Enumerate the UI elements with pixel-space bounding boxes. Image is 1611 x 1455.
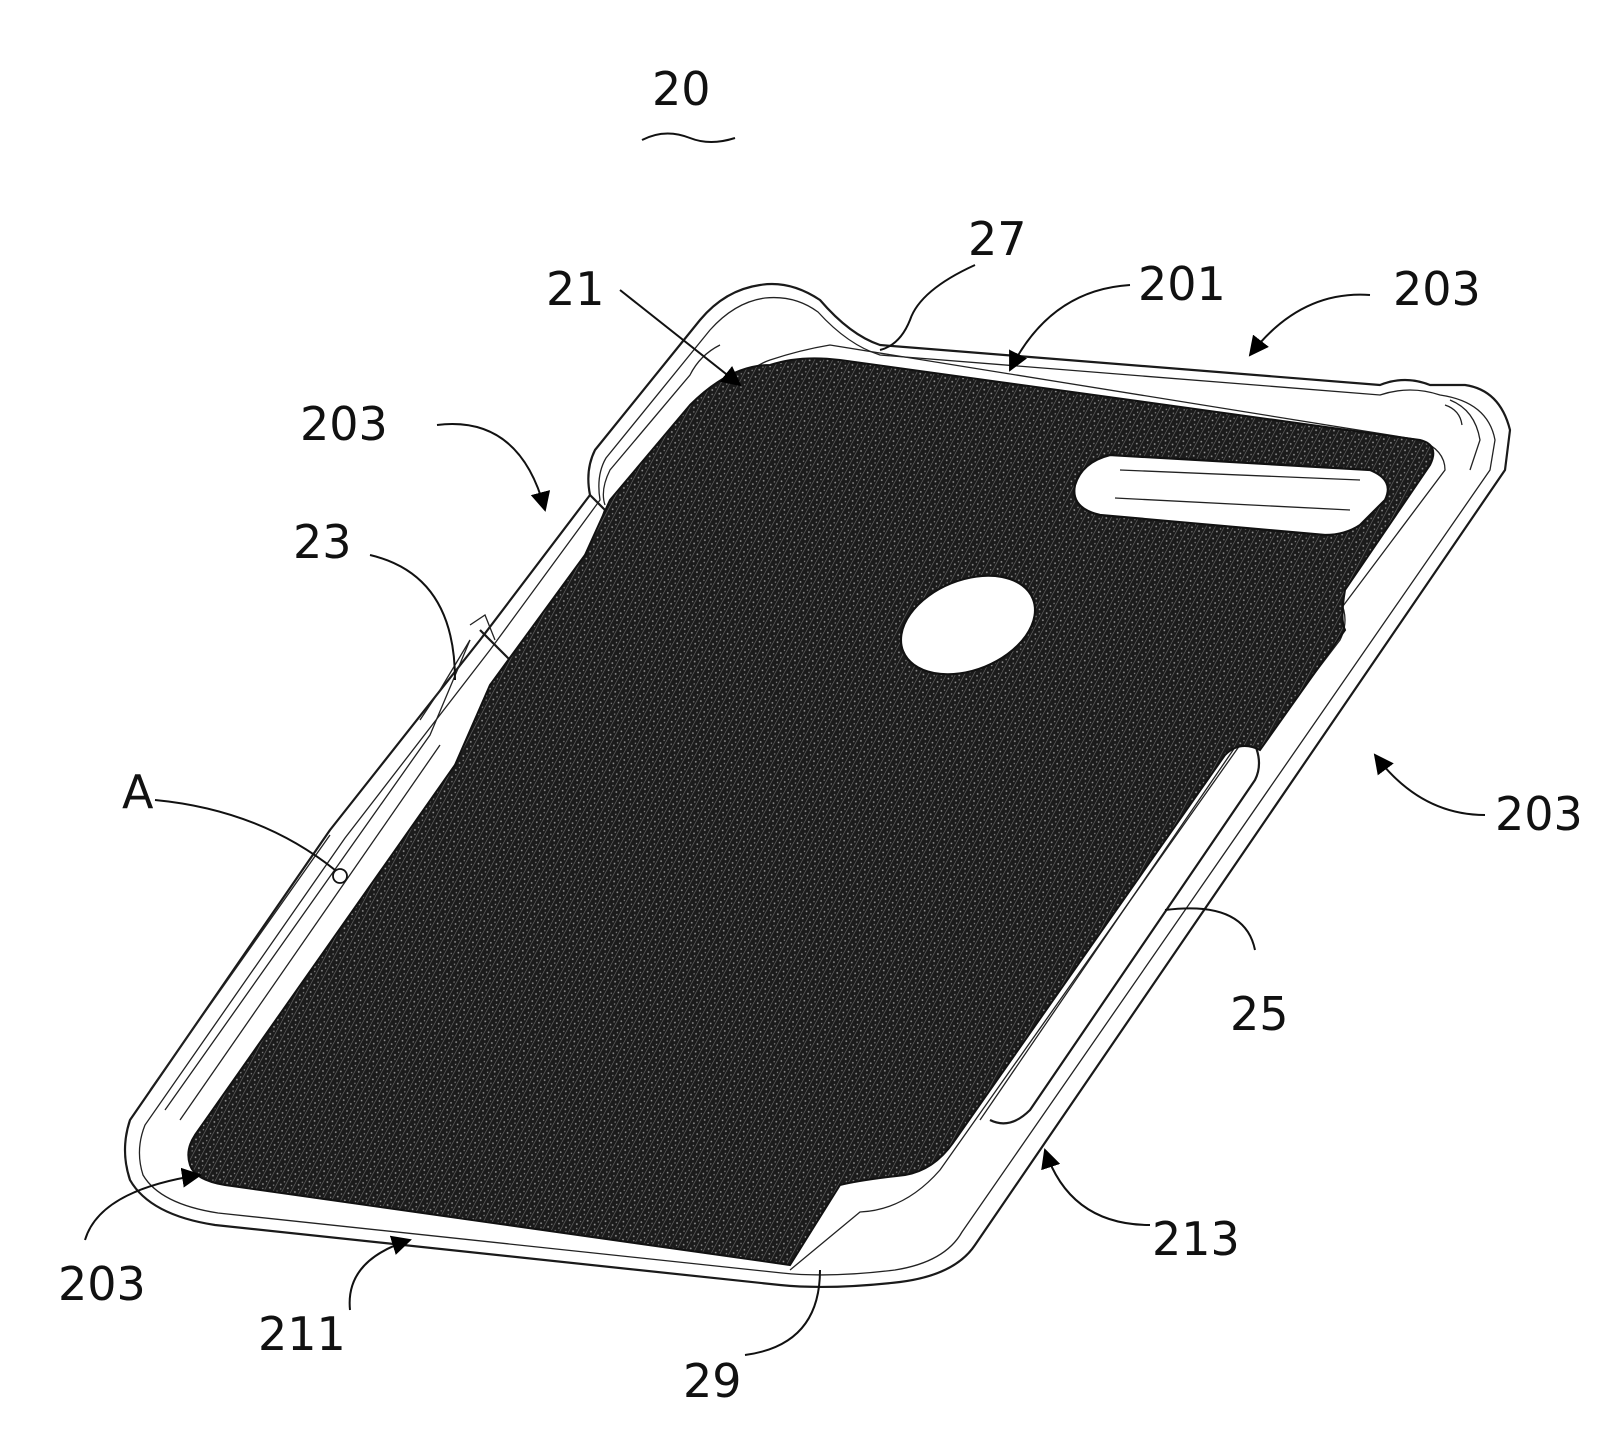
- label-23: 23: [293, 515, 352, 569]
- label-20: 20: [652, 62, 711, 116]
- label-213: 213: [1152, 1212, 1240, 1266]
- label-27: 27: [968, 212, 1027, 266]
- label-201: 201: [1138, 257, 1226, 311]
- label-29: 29: [683, 1354, 742, 1408]
- label-203-top-right: 203: [1393, 262, 1481, 316]
- label-21: 21: [546, 262, 605, 316]
- label-203-bottom-left: 203: [58, 1257, 146, 1311]
- label-203-left: 203: [300, 397, 388, 451]
- label-203-right: 203: [1495, 787, 1583, 841]
- label-25: 25: [1230, 987, 1289, 1041]
- label-A: A: [122, 765, 154, 819]
- label-211: 211: [258, 1307, 346, 1361]
